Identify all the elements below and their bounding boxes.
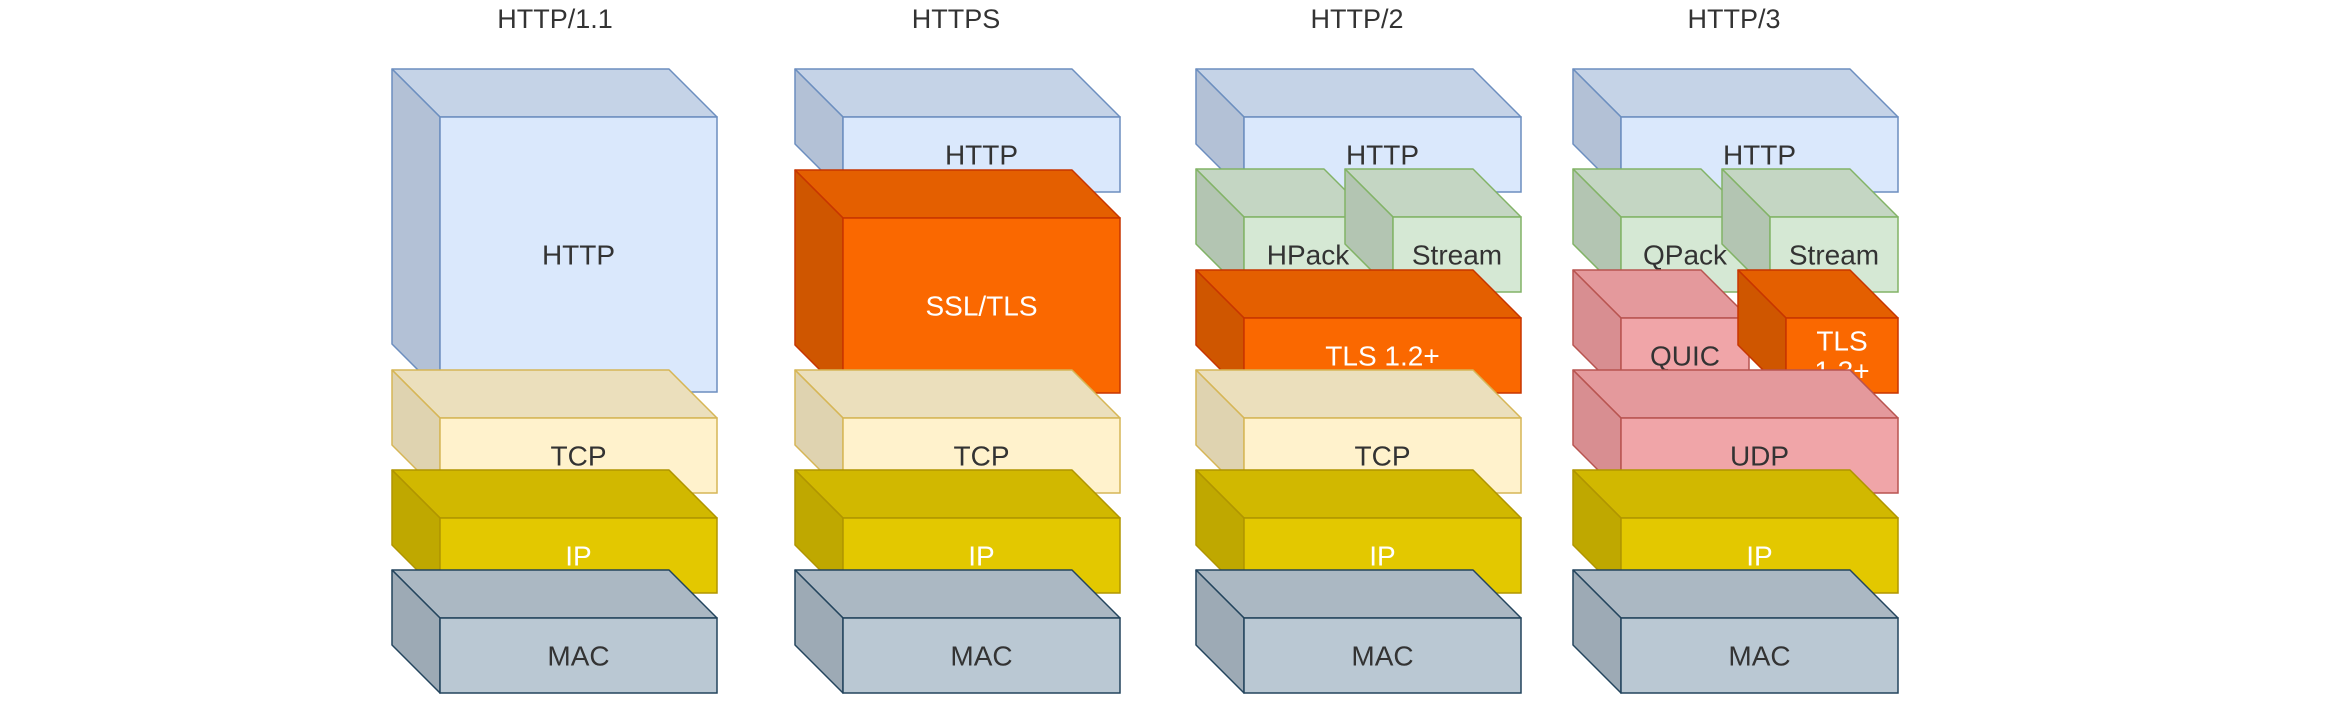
block-label: Stream	[1412, 240, 1502, 271]
block-label: UDP	[1730, 441, 1789, 472]
block-label: IP	[565, 541, 591, 572]
block-label: QUIC	[1650, 341, 1720, 372]
block-front-face	[1620, 617, 1899, 694]
block-top-face	[391, 68, 718, 118]
block-label-line: HTTP	[542, 240, 615, 271]
block-label-line: QPack	[1643, 240, 1728, 271]
block-top-face	[391, 569, 718, 619]
stack-title-https: HTTPS	[912, 4, 1001, 34]
block-label: SSL/TLS	[925, 291, 1037, 322]
block-top-face	[1572, 469, 1899, 519]
block-top-face	[794, 369, 1121, 419]
block-label-line: QUIC	[1650, 341, 1720, 372]
block-label: MAC	[547, 641, 609, 672]
block-label: TCP	[1355, 441, 1411, 472]
block-top-face	[1195, 269, 1522, 319]
stack-title-http2: HTTP/2	[1310, 4, 1403, 34]
block-label-line: MAC	[547, 641, 609, 672]
block-label-line: SSL/TLS	[925, 291, 1037, 322]
block-top-face	[794, 469, 1121, 519]
block-label: TLS 1.2+	[1325, 341, 1439, 372]
block-label-line: MAC	[950, 641, 1012, 672]
block-top-face	[794, 68, 1121, 118]
block-label-line: HTTP	[1346, 140, 1419, 171]
block-label-line: IP	[565, 541, 591, 572]
block-http2-mac: MAC	[1195, 569, 1522, 694]
block-label-line: TCP	[551, 441, 607, 472]
block-label-line: HTTP	[1723, 140, 1796, 171]
block-http3-stream: Stream	[1721, 168, 1899, 293]
block-top-face	[1195, 68, 1522, 118]
block-top-face	[1572, 569, 1899, 619]
stack-blocks: HTTP TCP IP MAC HTTP SSL/TLS TCP IP MAC HTTP HPack…	[391, 68, 1899, 694]
block-top-face	[794, 169, 1121, 219]
block-label-line: Stream	[1789, 240, 1879, 271]
block-top-face	[1195, 469, 1522, 519]
block-http11-http: HTTP	[391, 68, 718, 393]
block-label: TCP	[954, 441, 1010, 472]
block-label: IP	[1746, 541, 1772, 572]
stack-title-http11: HTTP/1.1	[497, 4, 613, 34]
block-label-line: TLS	[1816, 326, 1867, 357]
block-label-line: MAC	[1728, 641, 1790, 672]
block-side-face	[391, 68, 441, 393]
stack-title-http3: HTTP/3	[1687, 4, 1780, 34]
block-http3-mac: MAC	[1572, 569, 1899, 694]
block-top-face	[1572, 369, 1899, 419]
block-front-face	[439, 116, 718, 393]
block-front-face	[1243, 617, 1522, 694]
block-label: TCP	[551, 441, 607, 472]
block-label: HTTP	[1723, 140, 1796, 171]
block-https-mac: MAC	[794, 569, 1121, 694]
block-front-face	[842, 217, 1121, 394]
block-label-line: HPack	[1267, 240, 1350, 271]
block-label-line: HTTP	[945, 140, 1018, 171]
block-front-face	[842, 617, 1121, 694]
block-label: IP	[1369, 541, 1395, 572]
block-top-face	[391, 369, 718, 419]
block-https-ssl-tls: SSL/TLS	[794, 169, 1121, 394]
block-top-face	[1195, 569, 1522, 619]
block-http3-ip: IP	[1572, 469, 1899, 594]
block-label-line: TCP	[1355, 441, 1411, 472]
block-label-line: MAC	[1351, 641, 1413, 672]
block-label-line: IP	[1369, 541, 1395, 572]
block-label-line: IP	[1746, 541, 1772, 572]
block-label-line: TCP	[954, 441, 1010, 472]
block-label: MAC	[950, 641, 1012, 672]
block-front-face	[439, 617, 718, 694]
block-label-line: Stream	[1412, 240, 1502, 271]
block-label-line: TLS 1.2+	[1325, 341, 1439, 372]
block-label: IP	[968, 541, 994, 572]
block-label-line: IP	[968, 541, 994, 572]
block-label: HTTP	[1346, 140, 1419, 171]
block-top-face	[391, 469, 718, 519]
block-label: Stream	[1789, 240, 1879, 271]
block-label-line: UDP	[1730, 441, 1789, 472]
block-top-face	[1195, 369, 1522, 419]
block-top-face	[794, 569, 1121, 619]
block-http11-mac: MAC	[391, 569, 718, 694]
block-label: HTTP	[945, 140, 1018, 171]
block-top-face	[1572, 68, 1899, 118]
block-label: MAC	[1351, 641, 1413, 672]
block-label: QPack	[1643, 240, 1728, 271]
block-label: HTTP	[542, 240, 615, 271]
block-label: MAC	[1728, 641, 1790, 672]
block-label: HPack	[1267, 240, 1350, 271]
